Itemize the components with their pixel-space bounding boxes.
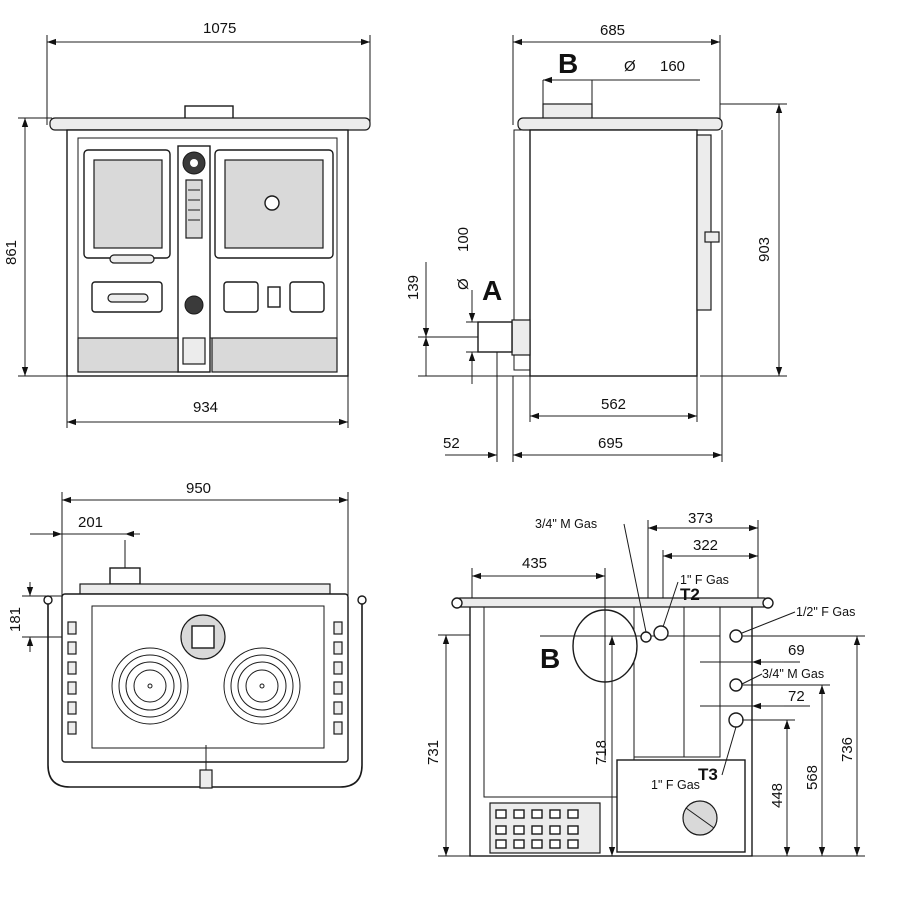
dim-448: 448 [769, 783, 786, 808]
door-handle-left [109, 254, 155, 264]
dim-inlet-height: 139 [405, 275, 422, 300]
label-gas-12f: 1/2" F Gas [796, 605, 855, 619]
side-door-profile [696, 134, 712, 311]
dim-568: 568 [804, 765, 821, 790]
side-cooktop-edge [517, 117, 723, 131]
gas-12f-fitting [729, 629, 743, 643]
dim-width-body: 934 [193, 399, 218, 416]
air-inlet-pipe [477, 321, 513, 353]
label-flue-b: B [558, 48, 578, 79]
t2-fitting [653, 625, 669, 641]
gas-34m-mid-fitting [729, 678, 743, 692]
label-gas-1f-bottom: 1" F Gas [651, 778, 700, 792]
dim-718: 718 [593, 740, 610, 765]
drawer-center [267, 286, 281, 308]
dim-736: 736 [839, 737, 856, 762]
dim-inlet-offset: 52 [443, 435, 460, 452]
label-gas-1f-top: 1" F Gas [680, 573, 729, 587]
dim-depth-body: 562 [601, 396, 626, 413]
ash-door [182, 337, 206, 365]
thermometer-icon [264, 195, 280, 211]
hotplate-right [223, 647, 301, 725]
flue-collar-top [184, 105, 234, 120]
dim-top-width: 950 [186, 480, 211, 497]
dim-width-top: 1075 [203, 20, 236, 37]
dim-depth-total: 695 [598, 435, 623, 452]
diameter-symbol-flue: Ø [624, 58, 636, 75]
plinth-left [77, 337, 179, 373]
lower-box [616, 759, 746, 853]
front-view: 1075 861 934 [3, 20, 371, 428]
cooktop-edge [49, 117, 371, 131]
dim-rear-flue-offset: 435 [522, 555, 547, 572]
dim-depth-top: 685 [600, 22, 625, 39]
drawer-right [289, 281, 325, 313]
ash-knob-icon [184, 295, 204, 315]
top-view: 950 201 181 [7, 480, 367, 789]
rear-rail-top [79, 583, 331, 595]
dim-731: 731 [425, 740, 442, 765]
rear-vents [489, 802, 601, 854]
dim-conn2: 322 [693, 537, 718, 554]
inlet-collar [511, 319, 531, 356]
diameter-symbol-inlet: Ø [455, 278, 472, 290]
dim-conn4: 72 [788, 688, 805, 705]
dim-height-side: 903 [756, 237, 773, 262]
rear-rail [455, 597, 769, 608]
drawer-left [223, 281, 259, 313]
hotplate-left [111, 647, 189, 725]
label-rear-flue-b: B [540, 643, 560, 674]
label-gas-34m-mid: 3/4" M Gas [762, 667, 824, 681]
label-t2: T2 [680, 585, 700, 604]
damper-slot [185, 179, 203, 239]
flue-outlet-top [109, 567, 141, 585]
plinth-right [211, 337, 338, 373]
oven-glass [224, 159, 324, 249]
t3-fitting [728, 712, 744, 728]
label-gas-34m-top: 3/4" M Gas [535, 517, 597, 531]
dim-height-total: 861 [3, 240, 20, 265]
gas-34m-top-fitting [640, 631, 652, 643]
side-body [529, 129, 698, 377]
side-view: 685 B Ø 160 903 A 139 Ø 100 [405, 22, 787, 462]
dim-flue-offset-y: 181 [7, 607, 24, 632]
dim-conn1: 373 [688, 510, 713, 527]
dim-flue-diameter: 160 [660, 58, 685, 75]
dim-conn3: 69 [788, 642, 805, 659]
dim-flue-offset-x: 201 [78, 514, 103, 531]
firebox-glass [93, 159, 163, 249]
rear-view: 435 373 322 B [425, 510, 865, 857]
label-t3: T3 [698, 765, 718, 784]
dim-inlet-diameter: 100 [455, 227, 472, 252]
label-inlet-a: A [482, 275, 502, 306]
